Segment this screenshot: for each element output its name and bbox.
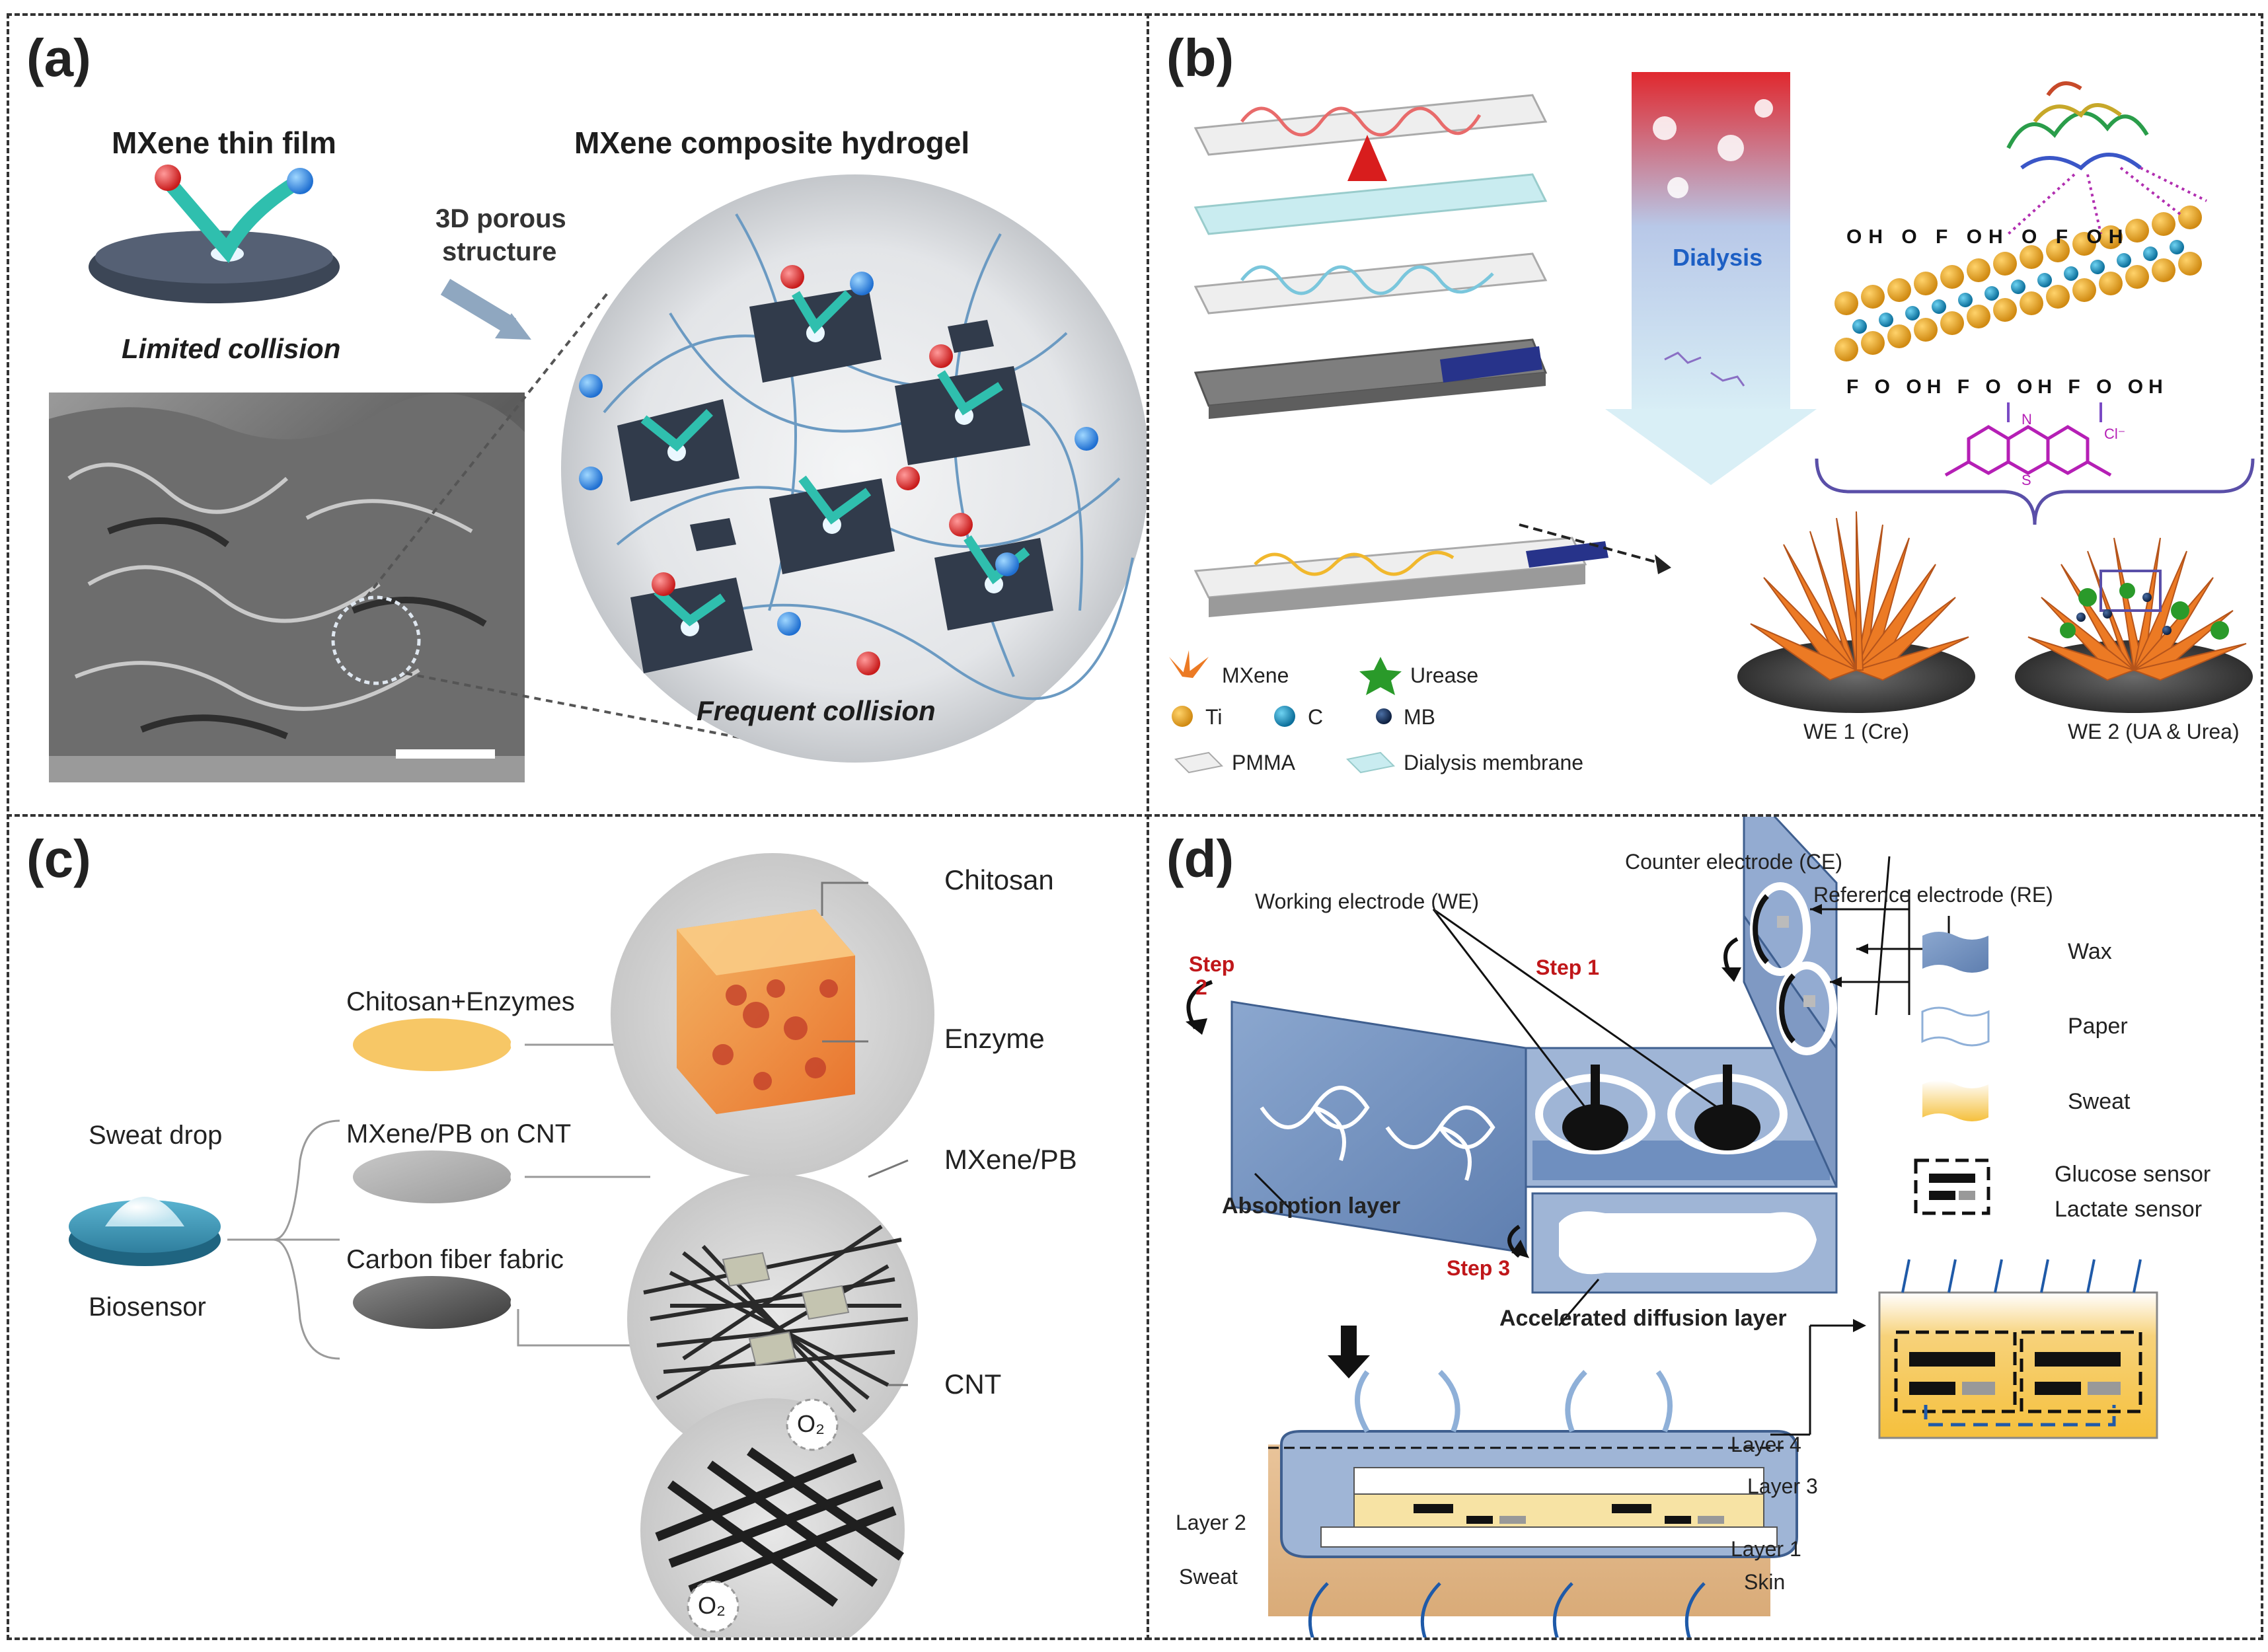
panel-d: (d) — [1147, 814, 2263, 1640]
annotation-arrowheads — [1810, 904, 1868, 987]
film-caption: Limited collision — [122, 333, 341, 364]
legend-wax-icon — [1922, 932, 1988, 973]
panel-c-label: (c) — [26, 829, 91, 888]
legend-c: C — [1308, 705, 1324, 729]
layer4-label: Layer 4 — [1731, 1433, 1801, 1456]
mxene-pb-label: MXene/PB — [944, 1144, 1077, 1175]
layer3-label: Layer 3 — [1747, 1474, 1818, 1498]
dialysis-membrane-layer — [1193, 173, 1548, 235]
legend-mxene-icon — [1169, 650, 1209, 678]
panel-b-label: (b) — [1166, 28, 1234, 87]
enzyme-label: Enzyme — [944, 1023, 1045, 1054]
we2-mxene-spikes — [2027, 537, 2247, 681]
legend-mb-icon — [1376, 708, 1392, 724]
biosensor-label: Biosensor — [89, 1293, 206, 1322]
counter-electrode-label: Counter electrode (CE) — [1625, 850, 1843, 874]
panel-c: (c) — [7, 814, 1150, 1640]
carbon-fabric-disk — [353, 1276, 511, 1329]
film-title: MXene thin film — [112, 126, 336, 160]
panel-a: (a) — [7, 13, 1150, 819]
mb-n-label: N — [2022, 411, 2032, 428]
chitosan-disk — [353, 1018, 511, 1071]
arrow-label-1: 3D porous — [435, 204, 566, 233]
panel-b-illustration — [1169, 72, 2255, 774]
hydrogel-title: MXene composite hydrogel — [574, 126, 970, 160]
legend-paper-label: Paper — [2068, 1014, 2128, 1039]
legend-urease-icon — [1359, 657, 1402, 695]
zoom-circle — [331, 595, 421, 685]
carbon-fabric-detail — [640, 1398, 905, 1637]
legend-sweat-icon — [1922, 1080, 1988, 1121]
mxene-lattice — [1834, 206, 2202, 361]
step1-label: Step 1 — [1536, 956, 1600, 979]
we1-label: WE 1 (Cre) — [1803, 720, 1909, 743]
panel-a-illustration — [49, 165, 1147, 782]
we1-mxene-spikes — [1750, 511, 1969, 681]
blue-ion-icon — [287, 168, 313, 194]
sweat-label: Sweat — [1179, 1565, 1238, 1589]
legend-pmma: PMMA — [1232, 751, 1295, 774]
enzyme-protein — [2006, 81, 2149, 170]
legend-sweat-label: Sweat — [2068, 1089, 2131, 1114]
reference-electrode-label: Reference electrode (RE) — [1813, 883, 2053, 907]
hydrogel-caption: Frequent collision — [697, 695, 936, 726]
step2-label-b: 2 — [1195, 975, 1207, 999]
legend-sensor-icon — [1914, 1158, 1990, 1215]
legend-dialysis-membrane: Dialysis membrane — [1404, 751, 1584, 774]
sweat-drop-label: Sweat drop — [89, 1121, 223, 1150]
working-electrode-label: Working electrode (WE) — [1255, 889, 1480, 913]
down-arrow-icon — [1328, 1355, 1370, 1378]
layer-chitosan-enzymes-label: Chitosan+Enzymes — [346, 987, 575, 1016]
layer2-label: Layer 2 — [1176, 1511, 1246, 1534]
bottom-groups: F O OH F O OH F O OH — [1846, 376, 2168, 398]
we2-label: WE 2 (UA & Urea) — [2068, 720, 2240, 743]
red-ion-icon — [155, 165, 181, 191]
absorption-layer-label: Absorption layer — [1222, 1193, 1401, 1219]
legend-paper-icon — [1921, 1006, 1990, 1047]
skin-label: Skin — [1744, 1570, 1786, 1594]
step3-label: Step 3 — [1447, 1256, 1511, 1280]
arrow-label-2: structure — [442, 237, 557, 266]
electrode-chip — [1440, 346, 1542, 383]
methylene-blue-molecule — [1944, 425, 2112, 477]
legend-mb: MB — [1404, 705, 1435, 729]
panel-d-illustration — [1186, 817, 2158, 1637]
o2-bottom-label: O₂ — [698, 1592, 726, 1619]
mxene-pb-disk — [353, 1150, 511, 1203]
accelerated-layer-label: Accelerated diffusion layer — [1499, 1306, 1787, 1331]
panel-a-label: (a) — [26, 28, 91, 87]
working-electrode-1 — [1562, 1104, 1628, 1150]
working-electrode-2 — [1694, 1104, 1760, 1150]
top-groups: OH O F OH O F OH — [1846, 226, 2130, 248]
layer-carbon-fiber-label: Carbon fiber fabric — [346, 1245, 564, 1274]
legend-glucose-label: Glucose sensor — [2055, 1162, 2211, 1187]
legend-urease: Urease — [1410, 663, 1479, 687]
scale-bar — [396, 749, 495, 759]
legend-wax-label: Wax — [2068, 939, 2112, 964]
legend-c-icon — [1274, 706, 1295, 727]
legend-ti-icon — [1172, 706, 1193, 727]
legend-ti: Ti — [1205, 705, 1223, 729]
mb-s-label: S — [2022, 472, 2031, 488]
legend-lactate-label: Lactate sensor — [2055, 1197, 2203, 1222]
layer1-label: Layer 1 — [1731, 1537, 1801, 1561]
panel-d-label: (d) — [1166, 829, 1234, 888]
cnt-label: CNT — [944, 1369, 1002, 1400]
panel-c-illustration — [69, 853, 934, 1637]
layer-mxene-pb-cnt-label: MXene/PB on CNT — [346, 1119, 572, 1148]
panel-b: (b) — [1147, 13, 2263, 819]
mb-cl-label: Cl⁻ — [2104, 426, 2126, 442]
legend-pmma-icon — [1174, 751, 1224, 774]
chitosan-label: Chitosan — [944, 864, 1054, 895]
step2-label-a: Step — [1189, 952, 1235, 976]
o2-top-label: O₂ — [797, 1410, 825, 1437]
legend-mxene: MXene — [1222, 663, 1289, 687]
dialysis-label: Dialysis — [1673, 244, 1763, 271]
sweat-drop-icon — [105, 1197, 184, 1226]
legend-dialysis-icon — [1345, 751, 1396, 774]
